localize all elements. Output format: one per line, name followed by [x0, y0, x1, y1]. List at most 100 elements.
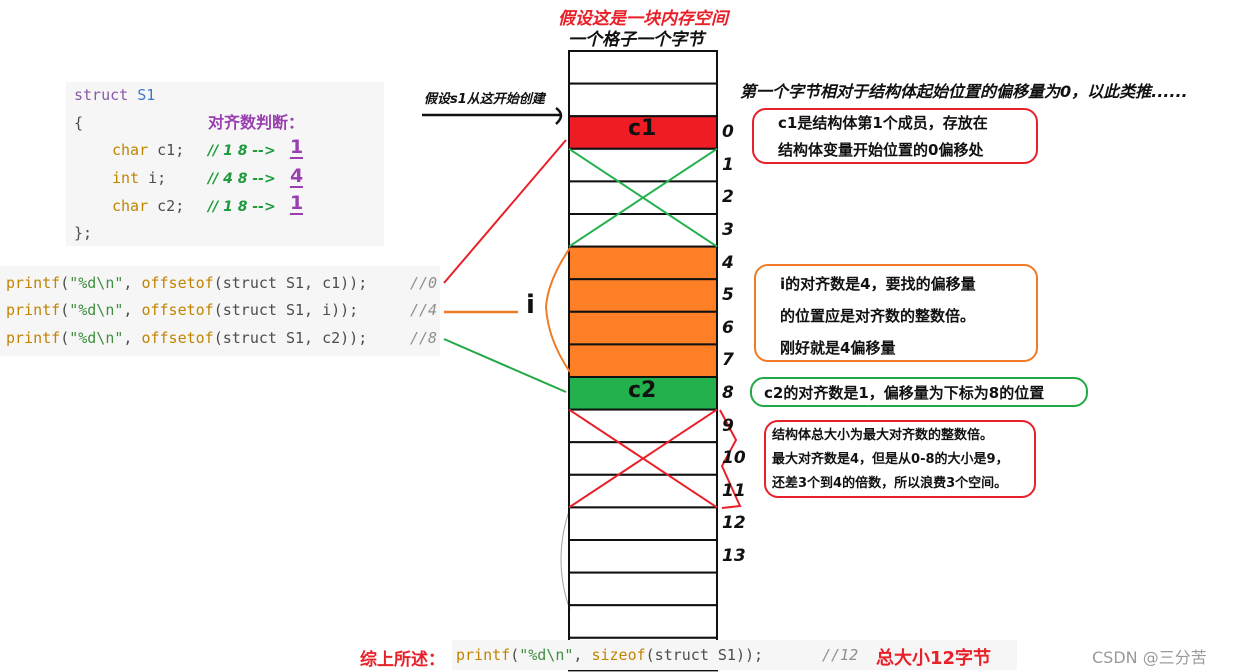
open-brace: {	[74, 114, 84, 132]
offset-index: 5	[722, 285, 734, 306]
memory-cell	[568, 408, 718, 444]
member-c1: char c1;	[112, 141, 184, 159]
c1-offset-connector	[443, 139, 567, 284]
args: (struct S1, c1));	[213, 274, 368, 292]
separator: ,	[123, 274, 142, 292]
struct-header: struct S1	[74, 86, 155, 104]
member-name: i;	[148, 169, 167, 187]
fn-name: printf	[6, 329, 61, 347]
offset-index: 4	[722, 252, 734, 273]
paren: (	[510, 646, 520, 664]
memory-cell	[568, 147, 718, 183]
start-arrow-head	[555, 106, 563, 125]
size-note-line: 结构体总大小为最大对齐数的整数倍。	[772, 428, 994, 443]
padding-cross-line	[568, 147, 718, 248]
close-brace: };	[74, 224, 93, 242]
summary-comment: //12	[822, 646, 859, 664]
paren: (	[60, 274, 70, 292]
memory-cell	[568, 506, 718, 541]
member-i-result: 4	[290, 165, 304, 188]
member-c2: char c2;	[112, 197, 184, 215]
fn-name: sizeof	[591, 646, 646, 664]
summary-code: printf("%d\n", sizeof(struct S1));	[456, 646, 763, 664]
memory-cell	[568, 278, 718, 313]
offset-index: 9	[722, 415, 734, 436]
memory-cell	[568, 604, 718, 639]
printf-comment-c1: //0	[410, 274, 438, 292]
member-c1-comment: // 1 8 -->	[208, 143, 276, 159]
format-string: "%d\n"	[69, 329, 124, 347]
args: (struct S1, c2));	[213, 329, 368, 347]
c1-cell-label: c1	[628, 116, 657, 141]
padding-cross-line	[568, 408, 718, 509]
size-note-line: 最大对齐数是4，但是从0-8的大小是9，	[772, 452, 1009, 467]
offset-index: 12	[722, 513, 746, 534]
memory-cell	[568, 343, 718, 378]
offset-index: 2	[722, 187, 734, 208]
fn-name: offsetof	[141, 274, 214, 292]
offset-index: 1	[722, 154, 734, 175]
fn-name: offsetof	[141, 301, 214, 319]
format-string: "%d\n"	[519, 646, 574, 664]
args: (struct S1));	[645, 646, 764, 664]
i-member-label: i	[526, 290, 535, 320]
printf-line-i: printf("%d\n", offsetof(struct S1, i));	[6, 301, 358, 319]
member-type: int	[112, 169, 140, 187]
struct-keyword: struct	[74, 86, 129, 104]
struct-code-block	[66, 82, 384, 246]
summary-label: 综上所述：	[360, 650, 445, 670]
offset-index: 0	[722, 122, 734, 143]
size-note-bubble: 结构体总大小为最大对齐数的整数倍。 最大对齐数是4，但是从0-8的大小是9， 还…	[764, 420, 1036, 498]
summary-result: 总大小12字节	[876, 648, 992, 669]
printf-line-c2: printf("%d\n", offsetof(struct S1, c2));	[6, 329, 367, 347]
paren: (	[60, 329, 70, 347]
memory-cell	[568, 115, 718, 150]
summary-code-block	[452, 640, 1017, 670]
member-c2-result: 1	[290, 192, 304, 215]
fn-name: offsetof	[141, 329, 214, 347]
member-name: c2;	[157, 197, 185, 215]
format-string: "%d\n"	[69, 301, 124, 319]
watermark: CSDN @三分苦	[1092, 648, 1207, 667]
format-string: "%d\n"	[69, 274, 124, 292]
memory-cell	[568, 245, 718, 281]
c2-note-bubble: c2的对齐数是1，偏移量为下标为8的位置	[750, 377, 1088, 407]
padding-bracket	[719, 409, 742, 509]
i-note-line: 刚好就是4偏移量	[780, 339, 896, 357]
trailing-brace	[560, 507, 571, 611]
c2-cell-label: c2	[628, 378, 657, 403]
fn-name: printf	[6, 301, 61, 319]
paren: (	[60, 301, 70, 319]
printf-code-block	[0, 266, 440, 356]
c2-offset-connector	[443, 338, 567, 393]
memory-cell	[568, 213, 718, 248]
c1-note-line: c1是结构体第1个成员，存放在	[778, 114, 988, 132]
member-i: int i;	[112, 169, 166, 187]
member-c2-comment: // 1 8 -->	[208, 199, 276, 215]
offset-index: 11	[722, 480, 746, 501]
offset-index: 3	[722, 220, 734, 240]
printf-comment-i: //4	[410, 301, 438, 319]
i-note-line: i的对齐数是4，要找的偏移量	[780, 275, 976, 293]
memory-cell	[568, 50, 718, 85]
offset-index: 10	[722, 448, 746, 469]
fn-name: printf	[6, 274, 61, 292]
cell-title: 一个格子一个字节	[568, 30, 704, 50]
member-c1-result: 1	[290, 136, 304, 159]
i-brace	[544, 247, 571, 373]
offset-note: 第一个字节相对于结构体起始位置的偏移量为0，以此类推......	[740, 82, 1188, 101]
memory-cell	[568, 82, 718, 118]
printf-line-c1: printf("%d\n", offsetof(struct S1, c1));	[6, 274, 367, 292]
offset-index: 6	[722, 317, 734, 338]
memory-cell	[568, 539, 718, 574]
separator: ,	[123, 301, 142, 319]
printf-comment-c2: //8	[410, 329, 438, 347]
member-type: char	[112, 141, 149, 159]
memory-cell	[568, 310, 718, 346]
memory-cell	[568, 571, 718, 607]
memory-cell	[568, 473, 718, 509]
member-name: c1;	[157, 141, 185, 159]
fn-name: printf	[456, 646, 511, 664]
struct-name: S1	[137, 86, 156, 104]
c1-note-line: 结构体变量开始位置的0偏移处	[778, 141, 984, 159]
